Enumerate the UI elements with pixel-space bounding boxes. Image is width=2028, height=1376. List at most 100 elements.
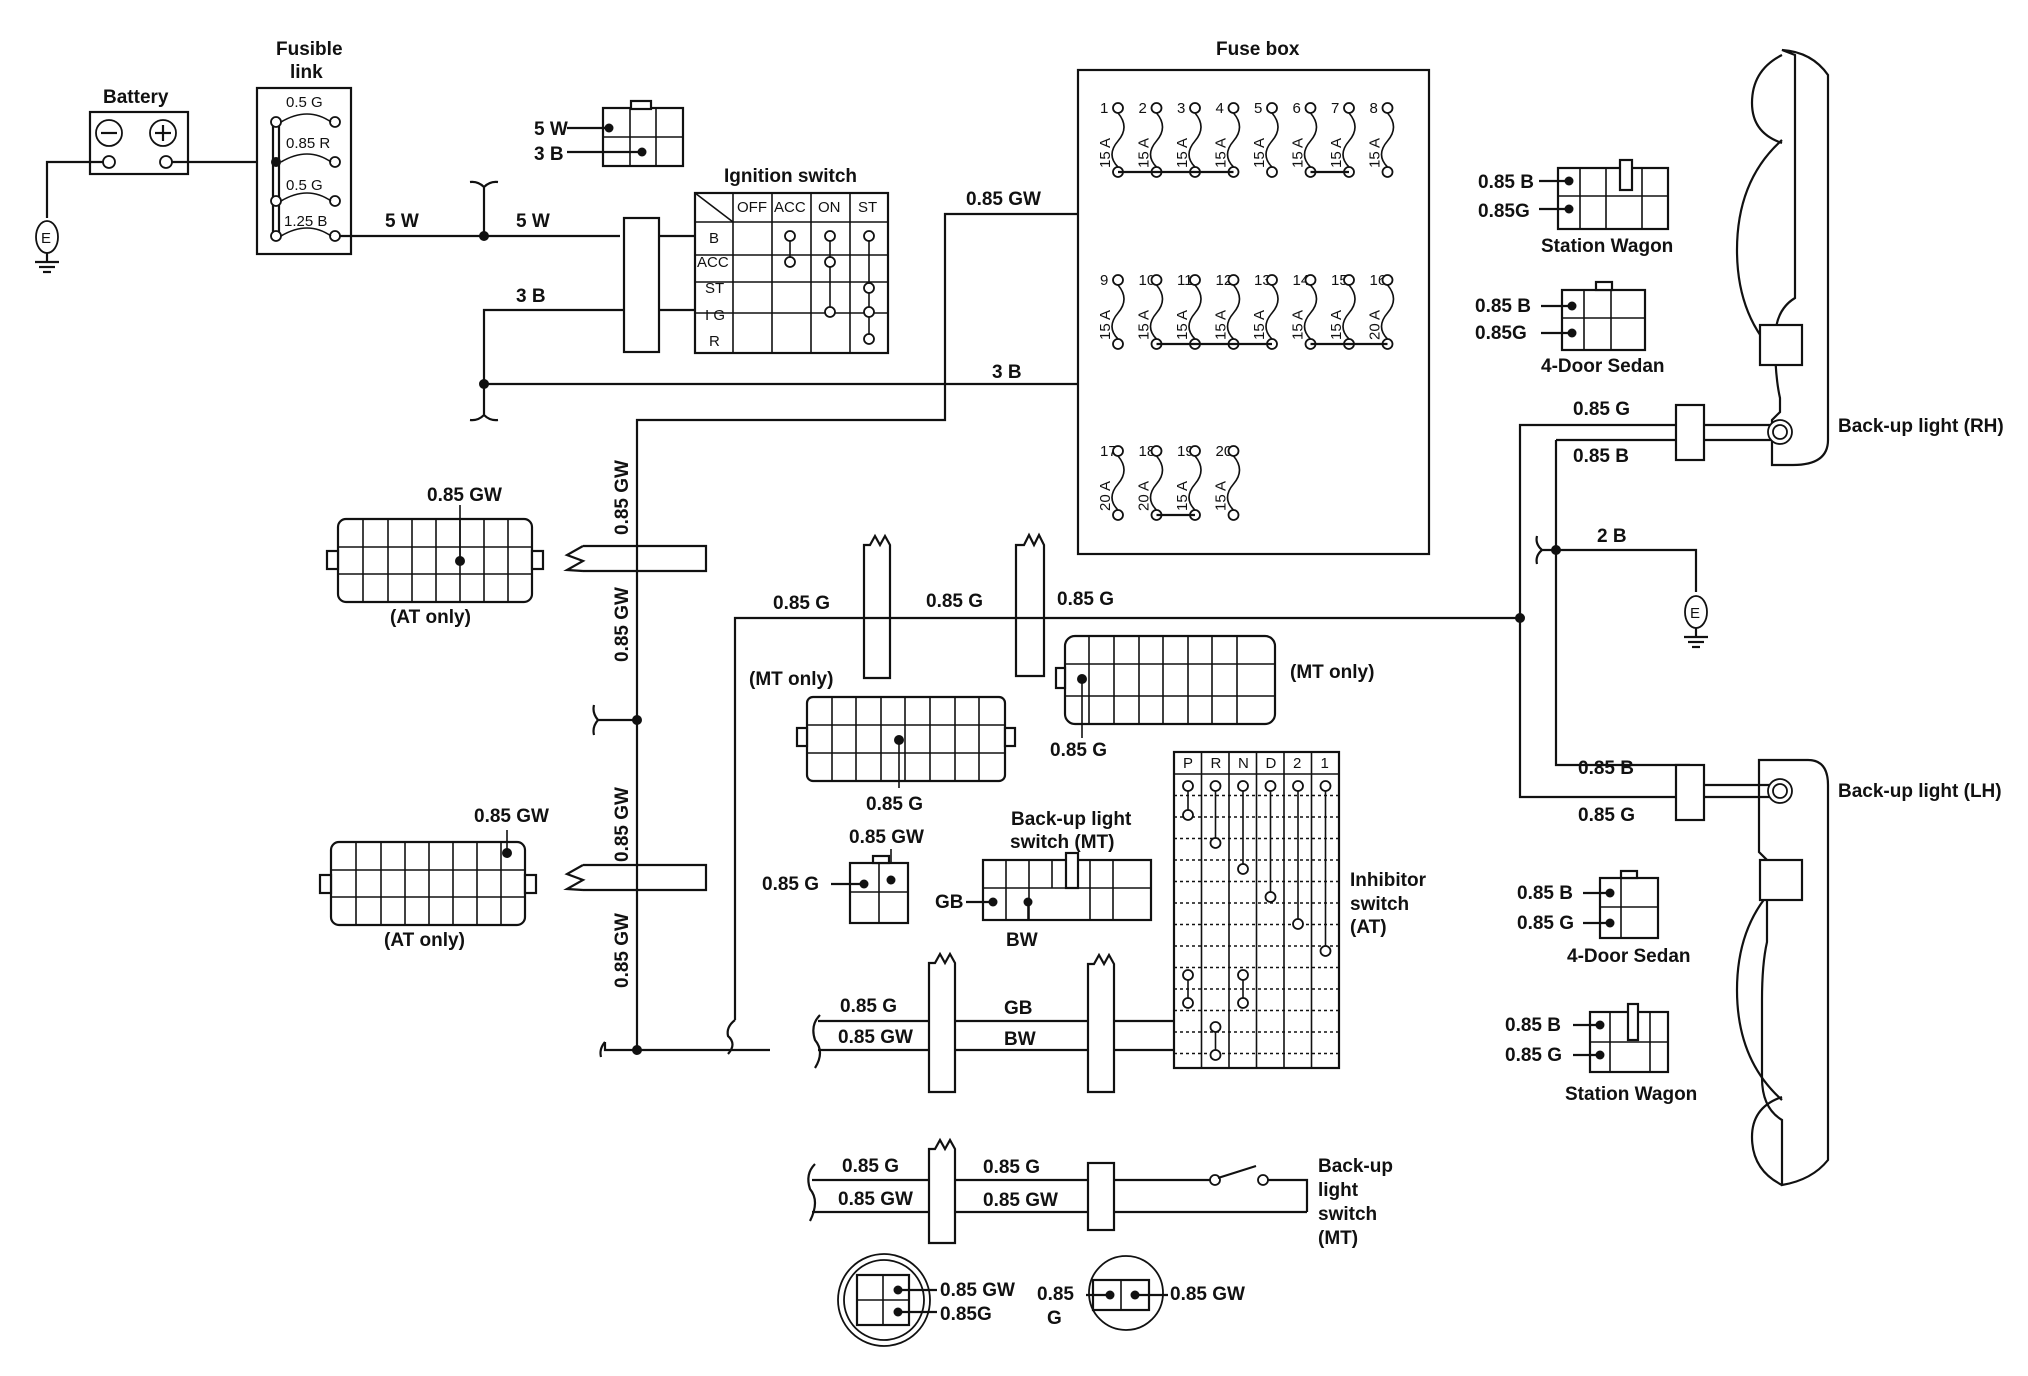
at2-note: (AT only) (384, 930, 465, 951)
ignition-harness-connector (622, 216, 661, 354)
fuse-rating: 15 A (1174, 138, 1191, 168)
fuse-20: 20 15 A (1213, 443, 1241, 521)
sedan-top-b: 0.85 B (1475, 296, 1531, 317)
backup-light-rh-label: Back-up light (RH) (1838, 416, 2004, 437)
sw-top-b: 0.85 B (1478, 172, 1534, 193)
fusible-rating-3: 0.5 G (286, 177, 323, 194)
fuse-number: 3 (1177, 100, 1185, 117)
fuse-number: 18 (1139, 443, 1156, 460)
lower-bw-label: BW (1004, 1029, 1036, 1050)
ground-label: E (41, 230, 51, 247)
fuse-rating: 20 A (1097, 481, 1114, 511)
fuse-9: 9 15 A (1097, 272, 1125, 350)
fuse-rating: 15 A (1174, 481, 1191, 511)
sw-top-g: 0.85G (1478, 201, 1530, 222)
inhibitor-col-2: 2 (1293, 755, 1301, 772)
inhibitor-col-R: R (1211, 755, 1222, 772)
fuse-number: 9 (1100, 272, 1108, 289)
at-connector-1: 0.85 GW (AT only) (325, 485, 545, 628)
ign-row-r: R (709, 333, 720, 350)
mtsw-label-3: switch (1318, 1204, 1377, 1225)
fuse-number: 1 (1100, 100, 1108, 117)
fuse-rating: 20 A (1136, 481, 1153, 511)
wire-label-gw-top: 0.85 GW (966, 189, 1041, 210)
fuse-rating: 15 A (1290, 310, 1307, 340)
mid-conn-left-label: 0.85 G (762, 874, 819, 895)
fuse-number: 14 (1293, 272, 1310, 289)
wire-label-gw-v1: 0.85 GW (612, 460, 633, 535)
round-right-gw: 0.85 GW (1170, 1284, 1245, 1305)
wire-label-gw-v4: 0.85 GW (612, 913, 633, 988)
round-left-g: 0.85G (940, 1304, 992, 1325)
ign-row-st: ST (705, 280, 724, 297)
wire-label-3b-a: 3 B (516, 286, 546, 307)
inhibitor-label-2: switch (1350, 894, 1409, 915)
inhibitor-col-1: 1 (1321, 755, 1329, 772)
mt-harness-block-1 (862, 533, 892, 680)
at1-wire-label: 0.85 GW (427, 485, 502, 506)
fuse-number: 20 (1216, 443, 1233, 460)
wire-label-g-lh: 0.85 G (1578, 805, 1635, 826)
fuse-7: 715 A (1328, 100, 1356, 178)
wire-label-5w-b: 5 W (516, 211, 550, 232)
fuse-2: 215 A (1136, 100, 1164, 178)
fuse-5: 5 15 A (1251, 100, 1279, 178)
fuse-rating: 20 A (1367, 310, 1384, 340)
at2-wire-label: 0.85 GW (474, 806, 549, 827)
wire-label-b-rh: 0.85 B (1573, 446, 1629, 467)
fuse-rating: 15 A (1290, 138, 1307, 168)
wire-label-g-h3: 0.85 G (1057, 589, 1114, 610)
wire-label-g-rh: 0.85 G (1573, 399, 1630, 420)
fusible-link: Fusible link 0.5 G 0.85 R 0.5 G 1.25 B (255, 39, 353, 256)
inhibitor-label-3: (AT) (1350, 917, 1387, 938)
battery-label: Battery (103, 87, 169, 108)
inhibitor-col-D: D (1266, 755, 1277, 772)
fuse-rating: 15 A (1251, 310, 1268, 340)
sedan-bot-g: 0.85 G (1517, 913, 1574, 934)
fuse-8: 815 A (1367, 100, 1395, 178)
top-conn-pin-5w: 5 W (534, 119, 568, 140)
mtsw-g-right: 0.85 G (983, 1157, 1040, 1178)
fuse-19: 19 15 A (1174, 443, 1202, 521)
ign-row-b: B (709, 230, 719, 247)
wire-label-3b-b: 3 B (992, 362, 1022, 383)
mt-connector-right: 0.85 G (MT only) (1050, 634, 1374, 761)
sw-top-label: Station Wagon (1541, 236, 1673, 257)
small-connector-top: 5 W 3 B (534, 99, 685, 168)
fuse-rating: 15 A (1213, 310, 1230, 340)
round-right-g-2: G (1047, 1308, 1062, 1329)
fuse-rating: 15 A (1251, 138, 1268, 168)
wire-label-g-h2: 0.85 G (926, 591, 983, 612)
fuse-number: 10 (1139, 272, 1156, 289)
fuse-rating: 15 A (1213, 481, 1230, 511)
wire-label-b-gnd: 2 B (1597, 526, 1627, 547)
mt-harness-block-2 (1014, 532, 1046, 678)
fuse-1: 115 A (1097, 100, 1125, 178)
fusible-rating-2: 0.85 R (286, 135, 330, 152)
fuse-14: 14 15 A (1290, 272, 1318, 350)
fuse-rating: 15 A (1213, 138, 1230, 168)
wire-label-b-lh: 0.85 B (1578, 758, 1634, 779)
inhibitor-label-1: Inhibitor (1350, 870, 1427, 891)
fuse-number: 5 (1254, 100, 1262, 117)
fuse-number: 7 (1331, 100, 1339, 117)
wire-label-g-h1: 0.85 G (773, 593, 830, 614)
rear-lamp-rh: Back-up light (RH) (1735, 48, 2004, 467)
fuse-rating: 15 A (1328, 310, 1345, 340)
fuse-rating: 15 A (1097, 310, 1114, 340)
ign-col-st: ST (858, 199, 877, 216)
battery: Battery (88, 87, 190, 176)
backup-light-lh-label: Back-up light (LH) (1838, 781, 2002, 802)
fuse-number: 15 (1331, 272, 1348, 289)
fuse-number: 2 (1139, 100, 1147, 117)
fuse-number: 8 (1370, 100, 1378, 117)
fuse-number: 19 (1177, 443, 1194, 460)
